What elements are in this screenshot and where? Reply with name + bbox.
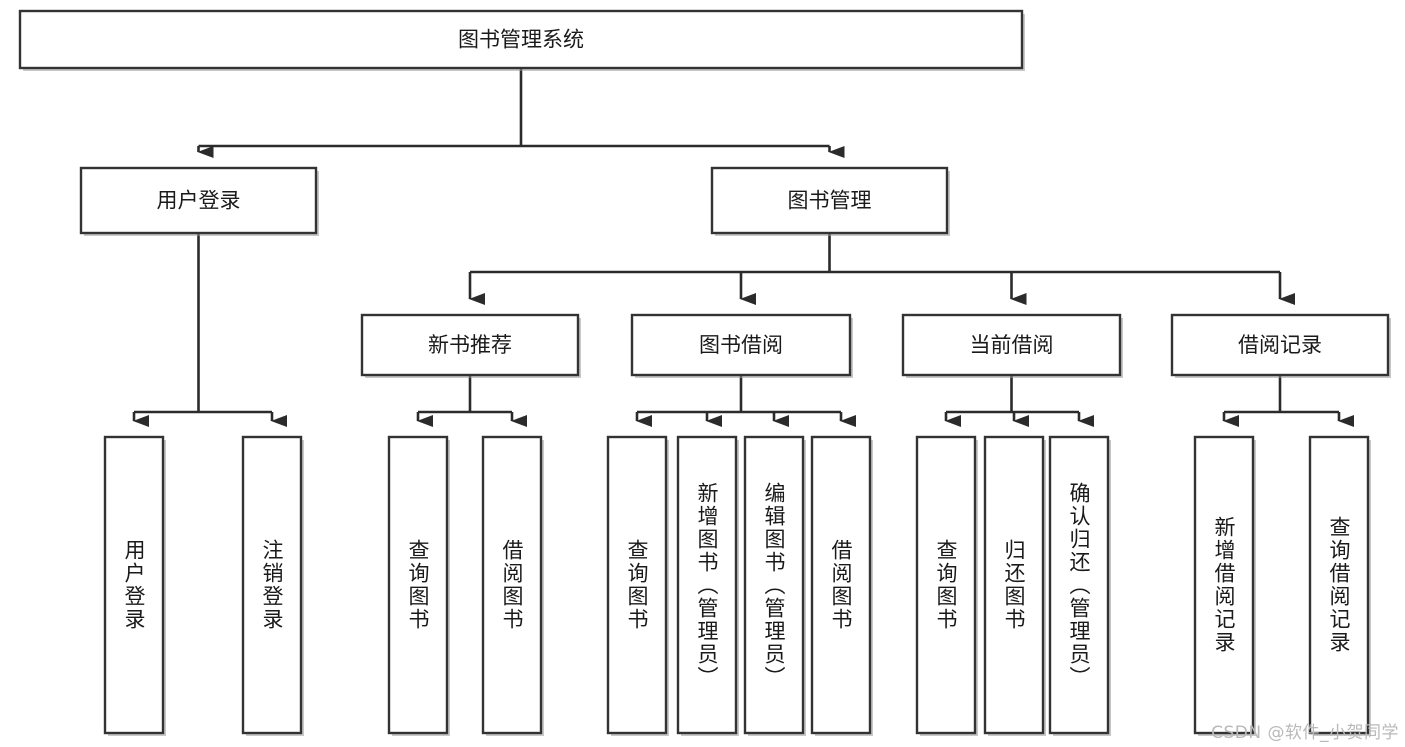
leaf-node-box[interactable] <box>1308 435 1370 735</box>
level3-node-box[interactable] <box>1170 313 1390 377</box>
level2-node-label: 图书管理 <box>788 189 872 213</box>
leaf-node-box[interactable] <box>1048 435 1110 735</box>
leaf-node-box[interactable] <box>103 435 165 735</box>
level3-node-label: 当前借阅 <box>970 333 1054 357</box>
leaf-node-box[interactable] <box>241 435 303 735</box>
level2-node-label: 用户登录 <box>157 189 241 213</box>
level3-node-label: 借阅记录 <box>1238 333 1322 357</box>
level3-node-box[interactable] <box>630 313 852 377</box>
level3-node-box[interactable] <box>901 313 1122 377</box>
leaf-node-box[interactable] <box>676 435 738 735</box>
leaf-node-box[interactable] <box>810 435 872 735</box>
watermark: CSDN @软件_小贺同学 <box>1211 723 1399 743</box>
node-box-layer <box>18 9 1391 736</box>
level3-node-box[interactable] <box>360 313 580 377</box>
root-node-label: 图书管理系统 <box>458 28 584 52</box>
level3-node-label: 新书推荐 <box>428 333 512 357</box>
leaf-node-box[interactable] <box>481 435 543 735</box>
leaf-node-box[interactable] <box>743 435 805 735</box>
level2-node-box[interactable] <box>79 166 318 235</box>
connector-layer <box>132 68 1354 427</box>
leaf-node-box[interactable] <box>387 435 449 735</box>
leaf-node-box[interactable] <box>915 435 977 735</box>
level3-node-label: 图书借阅 <box>699 333 783 357</box>
root-node-box[interactable] <box>18 9 1024 70</box>
leaf-node-box[interactable] <box>1193 435 1255 735</box>
leaf-node-box[interactable] <box>983 435 1045 735</box>
level2-node-box[interactable] <box>710 166 949 235</box>
leaf-node-box[interactable] <box>606 435 668 735</box>
